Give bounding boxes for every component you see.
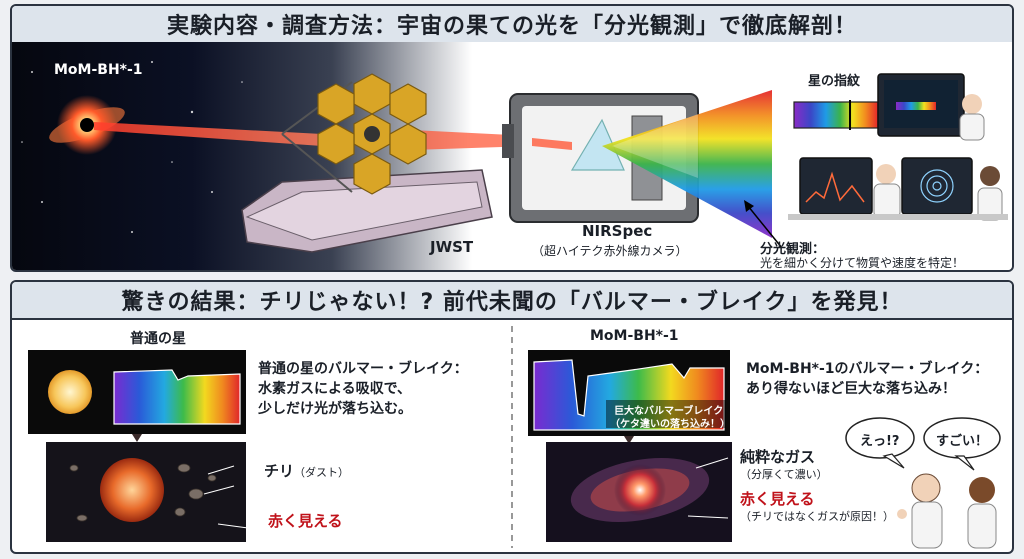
nirspec-description: （超ハイテク赤外線カメラ） bbox=[532, 244, 688, 258]
observation-illustration bbox=[12, 42, 1012, 270]
spectroscopy-title: 分光観測： bbox=[760, 242, 826, 257]
black-hole bbox=[80, 118, 94, 132]
observation-scene: MoM-BH*-1 JWST NIRSpec （超ハイテク赤外線カメラ） 星の指… bbox=[12, 42, 1012, 270]
gas-galaxy-scene bbox=[546, 442, 732, 542]
spectrum-fan bbox=[602, 90, 772, 238]
speech-bubble-1: えっ!? bbox=[860, 434, 900, 449]
normal-star-desc-2: 水素ガスによる吸収で、 bbox=[258, 381, 412, 397]
fingerprint-label: 星の指紋 bbox=[808, 74, 861, 89]
object-label: MoM-BH*-1 bbox=[54, 62, 143, 78]
mom-bh-desc-2: あり得ないほど巨大な落ち込み！ bbox=[746, 381, 956, 397]
top-panel-title: 実験内容・調査方法：宇宙の果ての光を「分光観測」で徹底解剖！ bbox=[12, 6, 1012, 44]
dust-sublabel: （ダスト） bbox=[294, 466, 350, 479]
dust-label: チリ（ダスト） bbox=[264, 462, 350, 480]
right-red-label: 赤く見える bbox=[740, 490, 815, 508]
scientists bbox=[845, 417, 1001, 549]
spectrum-note-1: 巨大なバルマーブレイク bbox=[614, 406, 724, 417]
gas-label: 純粋なガス bbox=[740, 448, 816, 466]
mom-bh-desc-1: MoM-BH*-1のバルマー・ブレイク： bbox=[746, 361, 989, 377]
results-illustration bbox=[28, 326, 1001, 549]
fingerprint-spectrum bbox=[793, 101, 879, 129]
mom-bh-heading: MoM-BH*-1 bbox=[590, 328, 679, 344]
normal-star-spectrum bbox=[28, 350, 246, 442]
light-beam bbox=[94, 122, 322, 146]
bottom-panel: 驚きの結果：チリじゃない！? 前代未聞の「バルマー・ブレイク」を発見！ bbox=[10, 280, 1014, 554]
results-scene: 普通の星 普通の星のバルマー・ブレイク： 水素ガスによる吸収で、 少しだけ光が落… bbox=[12, 318, 1012, 552]
spectrum-note-2: （ケタ違いの落ち込み！） bbox=[610, 419, 730, 430]
top-panel: 実験内容・調査方法：宇宙の果ての光を「分光観測」で徹底解剖！ bbox=[10, 4, 1014, 272]
normal-star-desc-3: 少しだけ光が落ち込む。 bbox=[258, 401, 412, 417]
gas-sublabel: （分厚くて濃い） bbox=[740, 468, 828, 481]
monitors bbox=[788, 73, 1008, 221]
dusty-star-scene bbox=[46, 442, 249, 542]
normal-star-heading: 普通の星 bbox=[130, 331, 186, 347]
mom-bh-spectrum bbox=[528, 350, 730, 444]
spectroscopy-description: 光を細かく分けて物質や速度を特定！ bbox=[760, 256, 965, 270]
left-red-label: 赤く見える bbox=[268, 512, 343, 530]
nirspec-label: NIRSpec bbox=[582, 222, 653, 240]
jwst-label: JWST bbox=[430, 238, 474, 256]
bottom-panel-title: 驚きの結果：チリじゃない！? 前代未聞の「バルマー・ブレイク」を発見！ bbox=[12, 282, 1012, 320]
right-red-sublabel: （チリではなくガスが原因！） bbox=[740, 510, 894, 523]
normal-star-desc-1: 普通の星のバルマー・ブレイク： bbox=[258, 361, 468, 377]
jwst-telescope bbox=[241, 73, 493, 253]
speech-bubble-2: すごい！ bbox=[936, 434, 989, 449]
